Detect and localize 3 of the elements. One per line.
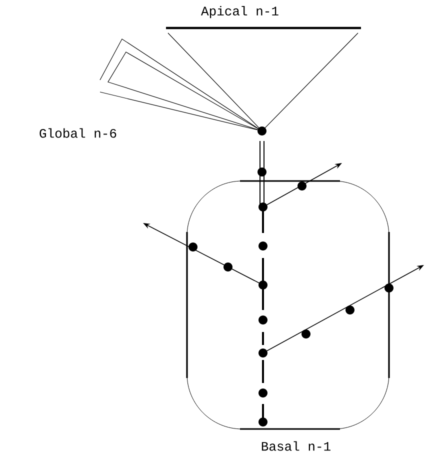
text-label: Apical n-1 — [201, 6, 278, 18]
text-label: Basal n-1 — [262, 441, 330, 451]
text-label: Global n-6 — [40, 128, 116, 138]
